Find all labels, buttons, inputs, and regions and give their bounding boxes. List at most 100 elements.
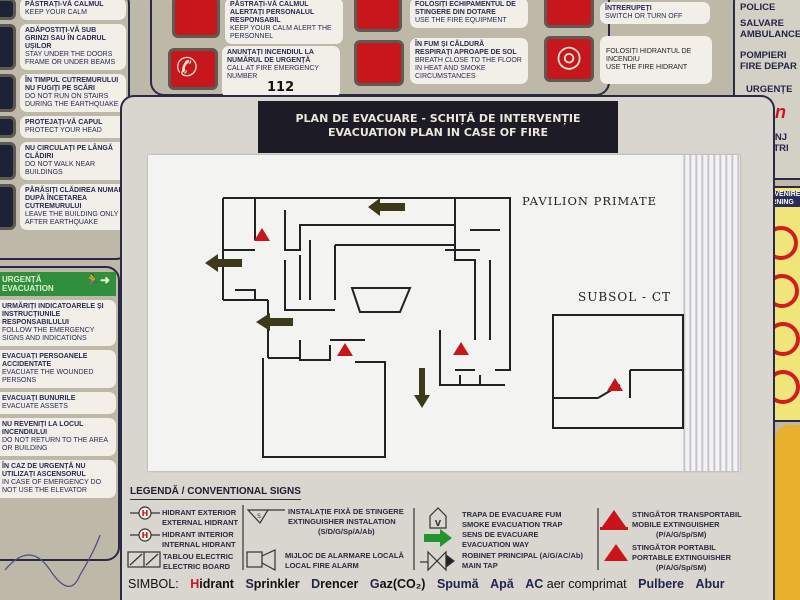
legend-en: EXTERNAL HIDRANT bbox=[162, 518, 239, 527]
floor-plan-paper bbox=[148, 155, 740, 471]
card-en: KEEP YOUR CALM ALERT THE PERSONNEL bbox=[230, 25, 332, 40]
exit-running-man-icon: 🏃➜ bbox=[85, 273, 110, 287]
symbol-letter: S bbox=[245, 577, 254, 591]
symbol-letter: H bbox=[190, 577, 200, 591]
external-hydrant-icon bbox=[138, 506, 152, 520]
row-door-frame: ADĂPOSTIȚI-VĂ SUB GRINZI SAU ÎN CADRUL U… bbox=[0, 24, 126, 70]
hydrant-letter: H bbox=[142, 509, 149, 518]
legend-en: PORTABLE EXTINGUISHER bbox=[632, 553, 732, 562]
symbol-letter: D bbox=[311, 577, 321, 591]
card-ro: ÎN TIMPUL CUTREMURULUI NU FUGIȚI PE SCĂR… bbox=[25, 77, 119, 92]
legend-note: (S/D/G/Sp/A/Ab) bbox=[318, 527, 375, 536]
symbol-rest: aer comprimat bbox=[543, 577, 627, 591]
switch-off-icon bbox=[544, 0, 594, 28]
evacuation-way-arrow-icon bbox=[424, 529, 452, 547]
card-en: KEEP YOUR CALM bbox=[25, 9, 87, 16]
phone-fire-icon: ✆ bbox=[168, 48, 218, 90]
card-en: IN CASE OF EMERGENCY DO NOT USE THE ELEV… bbox=[2, 479, 102, 494]
symbol-gaz: Gaz(CO₂) bbox=[370, 577, 426, 591]
card-ro: ADĂPOSTIȚI-VĂ SUB GRINZI SAU ÎN CADRUL U… bbox=[25, 27, 106, 50]
mobile-extinguisher-icon bbox=[600, 510, 628, 530]
card-en: DO NOT RETURN TO THE AREA OR BUILDING bbox=[2, 437, 108, 452]
card-breathe-low: ÎN FUM ȘI CĂLDURĂ RESPIRAȚI APROAPE DE S… bbox=[410, 38, 528, 84]
card-en: FOLLOW THE EMERGENCY SIGNS AND INDICATIO… bbox=[2, 327, 95, 342]
signature bbox=[4, 534, 101, 587]
card-no-elevator: ÎN CAZ DE URGENȚĂ NU UTILIZAȚI ASCENSORU… bbox=[0, 460, 116, 498]
symbol-rest: pă bbox=[499, 577, 514, 591]
evac-header-text: URGENȚĂ EVACUATION bbox=[2, 275, 54, 293]
legend-en: LOCAL FIRE ALARM bbox=[285, 561, 359, 570]
legend-ro: MIJLOC DE ALARMARE LOCALĂ bbox=[285, 551, 404, 560]
legend-ro: STINGĂTOR TRANSPORTABIL bbox=[632, 510, 742, 519]
card-ro: EVACUAȚI BUNURILE bbox=[2, 395, 76, 402]
symbol-letter: AC bbox=[525, 577, 544, 591]
row-no-stairs: ÎN TIMPUL CUTREMURULUI NU FUGIȚI PE SCĂR… bbox=[0, 74, 126, 112]
legend-ro: STINGĂTOR PORTABIL bbox=[632, 543, 716, 552]
evacuation-arrow-down bbox=[414, 368, 430, 408]
legend-en: EXTINGUISHER INSTALATION bbox=[288, 517, 396, 526]
legend-en: MOBILE EXTINGUISHER bbox=[632, 520, 720, 529]
card-leave-building: PĂRĂSIȚI CLĂDIREA NUMAI DUPĂ ÎNCETAREA C… bbox=[20, 184, 126, 230]
card-ro: FOLOSIȚI ECHIPAMENTUL DE STINGERE DIN DO… bbox=[415, 1, 516, 16]
card-ro: ANUNȚAȚI INCENDIUL LA NUMĂRUL DE URGENȚĂ bbox=[227, 49, 314, 64]
portable-extinguisher-icon bbox=[604, 544, 628, 561]
legend-en: MAIN TAP bbox=[462, 561, 498, 570]
symbol-sprinkler: Sprinkler bbox=[245, 577, 299, 591]
symbol-letter: A bbox=[695, 577, 705, 591]
symbol-rest: pumă bbox=[445, 577, 479, 591]
symbol-rest: idrant bbox=[199, 577, 234, 591]
fire-department-label: POMPIERI FIRE DEPAR bbox=[740, 50, 797, 72]
extinguisher-marker bbox=[337, 343, 353, 356]
symbol-drencer: Drencer bbox=[311, 577, 358, 591]
symbol-pulbere: Pulbere bbox=[638, 577, 684, 591]
extinguisher-marker bbox=[607, 378, 623, 391]
card-ro: PĂSTRAȚI-VĂ CALMUL bbox=[25, 1, 104, 8]
symbol-letter: G bbox=[369, 577, 380, 591]
card-en: LEAVE THE BUILDING ONLY AFTER EARTHQUAKE bbox=[25, 211, 119, 226]
legend-note: (P/A/G/Sp/SM) bbox=[656, 563, 707, 572]
symbol-abur: Abur bbox=[695, 577, 724, 591]
symbol-rest: bur bbox=[704, 577, 725, 591]
symbol-apa: Apă bbox=[490, 577, 514, 591]
card-en: STAY UNDER THE DOORS FRAME OR UNDER BEAM… bbox=[25, 51, 116, 66]
symbol-hidrant: Hidrant bbox=[190, 577, 234, 591]
legend-main-tap: ROBINET PRINCIPAL (A/G/AC/Ab)MAIN TAP bbox=[462, 551, 583, 571]
card-ro: NU REVENIȚI LA LOCUL INCENDIULUI bbox=[2, 421, 84, 436]
symbol-rest: ulbere bbox=[646, 577, 684, 591]
main-tap-icon bbox=[420, 550, 455, 572]
leave-building-icon bbox=[0, 184, 16, 230]
door-frame-icon bbox=[0, 24, 16, 70]
card-door-frame: ADĂPOSTIȚI-VĂ SUB GRINZI SAU ÎN CADRUL U… bbox=[20, 24, 126, 70]
calm-face-icon bbox=[0, 0, 16, 20]
card-en: DO NOT WALK NEAR BUILDINGS bbox=[25, 161, 96, 176]
electric-board-icon bbox=[127, 551, 161, 568]
card-follow-signs: URMĂRIȚI INDICATOARELE ȘI INSTRUCȚIUNILE… bbox=[0, 300, 116, 346]
trap-letter: V bbox=[435, 519, 442, 528]
legend-ro: SENS DE EVACUARE bbox=[462, 530, 539, 539]
legend-ro: INSTALAȚIE FIXĂ DE STINGERE bbox=[288, 507, 404, 516]
evacuation-arrow-left bbox=[205, 254, 242, 272]
extinguisher-marker bbox=[453, 342, 469, 355]
symbol-aer-comprimat: AC aer comprimat bbox=[525, 577, 626, 591]
no-stairs-icon bbox=[0, 74, 16, 112]
legend-note: (P/A/G/Sp/SM) bbox=[656, 530, 707, 539]
card-en: CALL AT FIRE EMERGENCY NUMBER bbox=[227, 65, 319, 80]
extinguisher-marker bbox=[254, 228, 270, 241]
